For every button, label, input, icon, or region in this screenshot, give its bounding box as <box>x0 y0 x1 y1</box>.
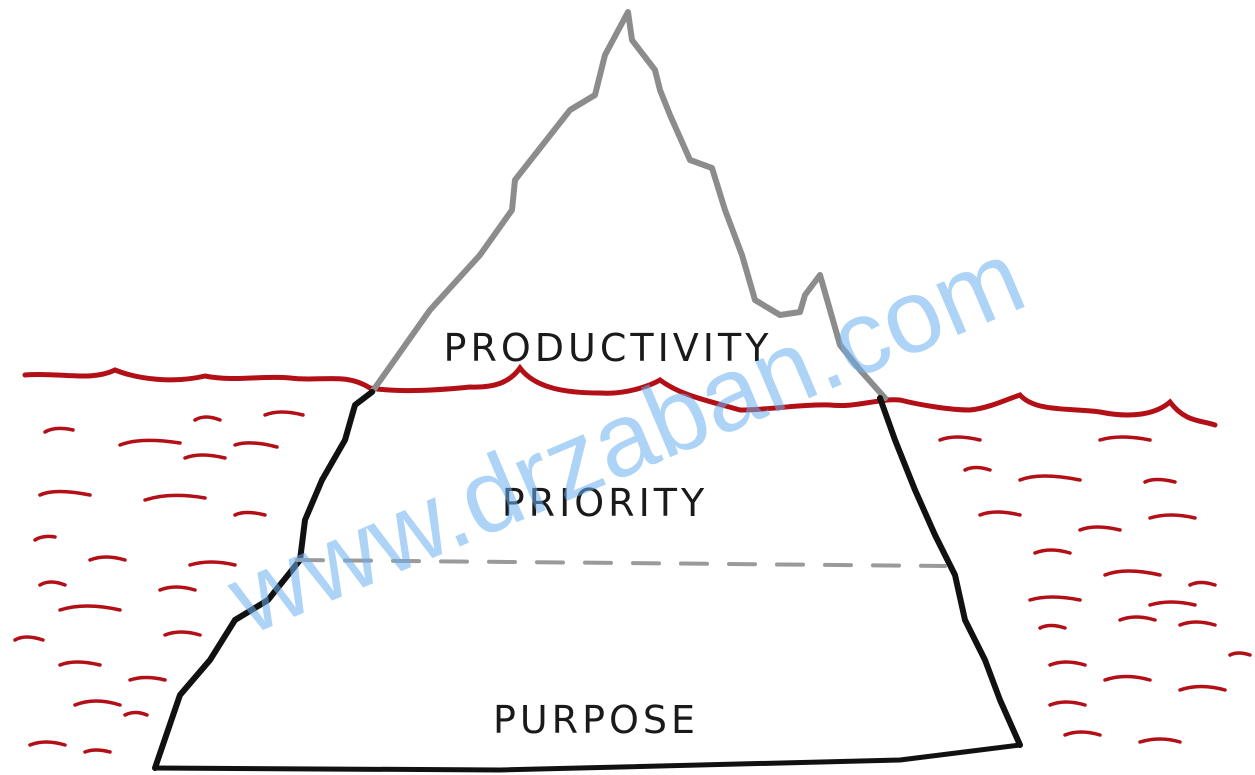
layer-divider-dashed <box>295 558 947 568</box>
layer-label-purpose: PURPOSE <box>493 698 699 742</box>
wave-strokes-right <box>938 435 1252 744</box>
watermark-text: www.drzaban.com <box>212 218 1040 657</box>
layer-label-productivity: PRODUCTIVITY <box>444 326 773 370</box>
wave-strokes-left <box>13 410 305 754</box>
iceberg-outline-above-water <box>369 9 888 401</box>
iceberg-base-line <box>152 742 1023 773</box>
iceberg-outline-right-below <box>877 395 1023 748</box>
layer-label-priority: PRIORITY <box>502 481 708 525</box>
water-surface-line <box>22 363 1218 428</box>
iceberg-outline-left-below <box>152 389 375 771</box>
